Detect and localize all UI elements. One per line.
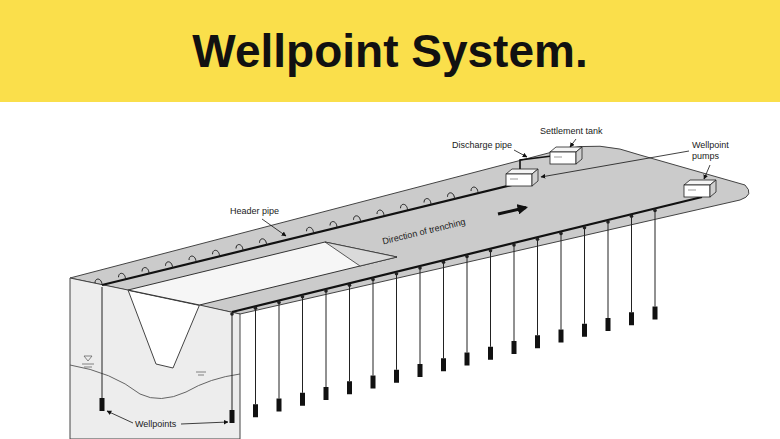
swing-connection <box>307 227 314 233</box>
wellpoint <box>230 312 235 423</box>
swing-connection <box>401 204 408 210</box>
leader-line <box>107 411 133 423</box>
wellpoint <box>394 272 399 383</box>
wellpoint-pump <box>684 180 716 197</box>
swing-connection <box>471 187 478 193</box>
settlement-tank <box>550 147 582 164</box>
title-banner: Wellpoint System. <box>0 0 780 102</box>
wellpoint <box>512 243 517 354</box>
swing-connection <box>236 245 243 251</box>
drawdown-curve <box>70 365 240 399</box>
swing-connection <box>119 273 126 279</box>
swing-connection <box>424 199 431 205</box>
component-label: Wellpoint pumps <box>692 140 742 162</box>
swing-connection <box>95 279 102 285</box>
leader-line <box>514 150 527 157</box>
swing-connection <box>377 210 384 216</box>
swing-connection <box>189 256 196 262</box>
wellpoint <box>582 226 587 337</box>
water-level-symbol <box>196 372 206 373</box>
wellpoint <box>441 260 446 371</box>
riser-pipe <box>102 287 103 398</box>
wellpoint <box>300 295 305 406</box>
wellpoint <box>559 232 564 343</box>
leader-line <box>262 219 286 236</box>
wellpoint <box>606 220 611 331</box>
swing-connections <box>95 187 478 285</box>
wellpoint-screen <box>100 398 105 411</box>
swing-connection <box>330 222 337 228</box>
wellpoint <box>418 266 423 377</box>
component-label: Settlement tank <box>540 126 603 137</box>
swing-connection <box>142 268 149 274</box>
wellpoint <box>324 289 329 400</box>
swing-connection <box>354 216 361 222</box>
water-level-symbol <box>84 367 92 368</box>
component-label: Wellpoints <box>135 419 176 430</box>
swing-connection <box>166 262 173 268</box>
wellpoint-pump <box>506 169 538 186</box>
swing-connection <box>260 239 267 245</box>
header-pipe <box>102 184 516 285</box>
wellpoint <box>347 283 352 394</box>
water-level-symbol <box>198 375 204 376</box>
wellpoint <box>371 278 376 389</box>
leader-line <box>541 151 689 177</box>
wellpoint <box>277 301 282 412</box>
water-level-symbol <box>82 364 94 365</box>
wellpoint <box>629 214 634 325</box>
ground-section <box>70 278 240 439</box>
leader-line <box>704 165 710 179</box>
water-level-symbol <box>84 356 92 361</box>
wellpoint <box>253 306 258 417</box>
wellpoint <box>465 255 470 366</box>
leader-line <box>570 139 576 147</box>
swing-connection <box>448 193 455 199</box>
leader-line <box>181 422 228 424</box>
ground-surface <box>70 146 749 314</box>
wellpoint <box>653 209 658 320</box>
trench-opening <box>128 242 397 305</box>
swing-connection <box>213 250 220 256</box>
wellpoint <box>488 249 493 360</box>
component-label: Discharge pipe <box>452 140 512 151</box>
page-title: Wellpoint System. <box>0 0 780 102</box>
component-label: Header pipe <box>230 206 279 217</box>
wellpoint-row <box>230 209 658 423</box>
direction-arrow <box>498 208 526 215</box>
wellpoint <box>535 237 540 348</box>
